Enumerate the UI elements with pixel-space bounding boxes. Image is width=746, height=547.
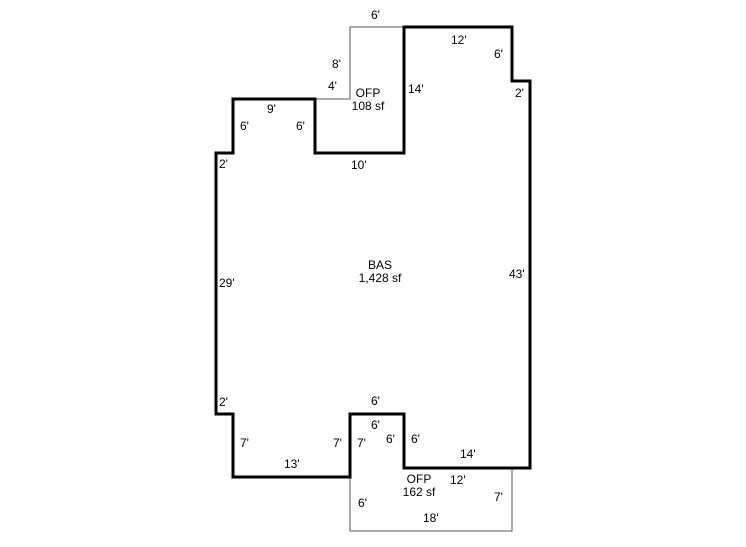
ofp-bottom-outline — [349, 468, 513, 532]
bas-area-name: BAS — [367, 258, 392, 272]
dim-left-notch-bottom: 2' — [219, 395, 228, 409]
dim-ofp-bottom-top: 12' — [450, 473, 466, 487]
ofp-bottom-area-name: OFP — [406, 472, 432, 486]
dim-inner-step-bottom: 10' — [351, 158, 367, 172]
dim-bump-inner-left: 6' — [386, 432, 395, 446]
bas-area-label: BAS 1,428 sf — [340, 259, 420, 285]
ofp-top-area-size: 108 sf — [351, 99, 385, 113]
dim-ofp-top-bottom-step: 4' — [328, 79, 337, 93]
bas-area-size: 1,428 sf — [358, 271, 402, 285]
dim-ofp-bottom-left-side: 6' — [358, 496, 367, 510]
ofp-top-area-label: OFP 108 sf — [344, 87, 392, 113]
bas-outline — [214, 25, 532, 479]
dim-left-top-left-side: 6' — [240, 119, 249, 133]
dim-right-notch-width: 2' — [515, 86, 524, 100]
dim-right-notch-height: 6' — [494, 47, 503, 61]
dim-bump-right-side: 6' — [411, 432, 420, 446]
ofp-bottom-area-size: 162 sf — [402, 485, 436, 499]
dim-ofp-top-left-side: 8' — [332, 57, 341, 71]
dim-top-width: 12' — [451, 33, 467, 47]
dim-bottom-left-width: 13' — [284, 457, 300, 471]
dim-bottom-left-side: 7' — [240, 436, 249, 450]
dim-bottom-mid-inner-left: 7' — [357, 436, 366, 450]
dim-ofp-top-right-side: 14' — [408, 82, 424, 96]
dim-bump-inner-top: 6' — [371, 418, 380, 432]
dim-ofp-top-width: 6' — [371, 8, 380, 22]
dim-left-side: 29' — [219, 276, 235, 290]
dim-right-side: 43' — [509, 267, 525, 281]
dim-left-top-right-side: 6' — [296, 119, 305, 133]
dim-bottom-mid-left-side: 7' — [333, 436, 342, 450]
ofp-top-outline — [315, 26, 404, 100]
dim-bottom-right-width: 14' — [460, 447, 476, 461]
dim-left-top-width: 9' — [267, 102, 276, 116]
dim-left-notch-top: 2' — [219, 157, 228, 171]
ofp-top-area-name: OFP — [355, 86, 381, 100]
dim-ofp-bottom-right-side: 7' — [494, 490, 503, 504]
ofp-bottom-area-label: OFP 162 sf — [395, 473, 443, 499]
dim-bump-top-width: 6' — [371, 394, 380, 408]
dim-ofp-bottom-width: 18' — [423, 511, 439, 525]
